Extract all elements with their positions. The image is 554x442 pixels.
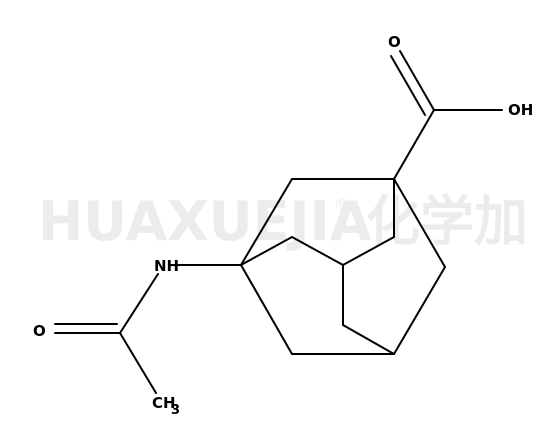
atom-methyl-subscript: 3 (171, 403, 180, 418)
watermark: HUAXUEJIA ® 化学加 (38, 190, 528, 253)
bond-c-o-double-2 (390, 55, 426, 116)
bond-c9-c8 (342, 324, 395, 355)
adamantane-cage (240, 178, 446, 355)
bond-c1-cooh (393, 109, 435, 180)
bond-c2-c5 (291, 236, 344, 266)
watermark-cjk: 化学加 (366, 190, 528, 253)
bond-c5-c6 (342, 236, 395, 266)
carboxylic-acid-group: O OH (388, 33, 533, 180)
atom-hydroxyl: OH (508, 101, 533, 119)
bond-c3-c2 (240, 236, 293, 266)
bond-c7-c8 (393, 266, 446, 355)
atom-amide-nh: NH (154, 257, 179, 275)
atom-acid-carbonyl-o: O (388, 33, 401, 51)
acetamide-group: NH O CH 3 (33, 257, 242, 418)
bond-c3-c10 (240, 264, 293, 355)
bond-n-c (119, 273, 159, 334)
bond-c3-c4 (240, 178, 293, 266)
bond-c-o-double-1 (399, 50, 435, 111)
bond-c1-c7 (393, 178, 446, 268)
watermark-registered-mark: ® (334, 195, 350, 214)
atom-methyl: CH (152, 394, 176, 412)
bond-c-ch3 (119, 332, 157, 394)
atom-amide-carbonyl-o: O (33, 322, 46, 340)
watermark-brand: HUAXUEJIA (38, 190, 372, 253)
